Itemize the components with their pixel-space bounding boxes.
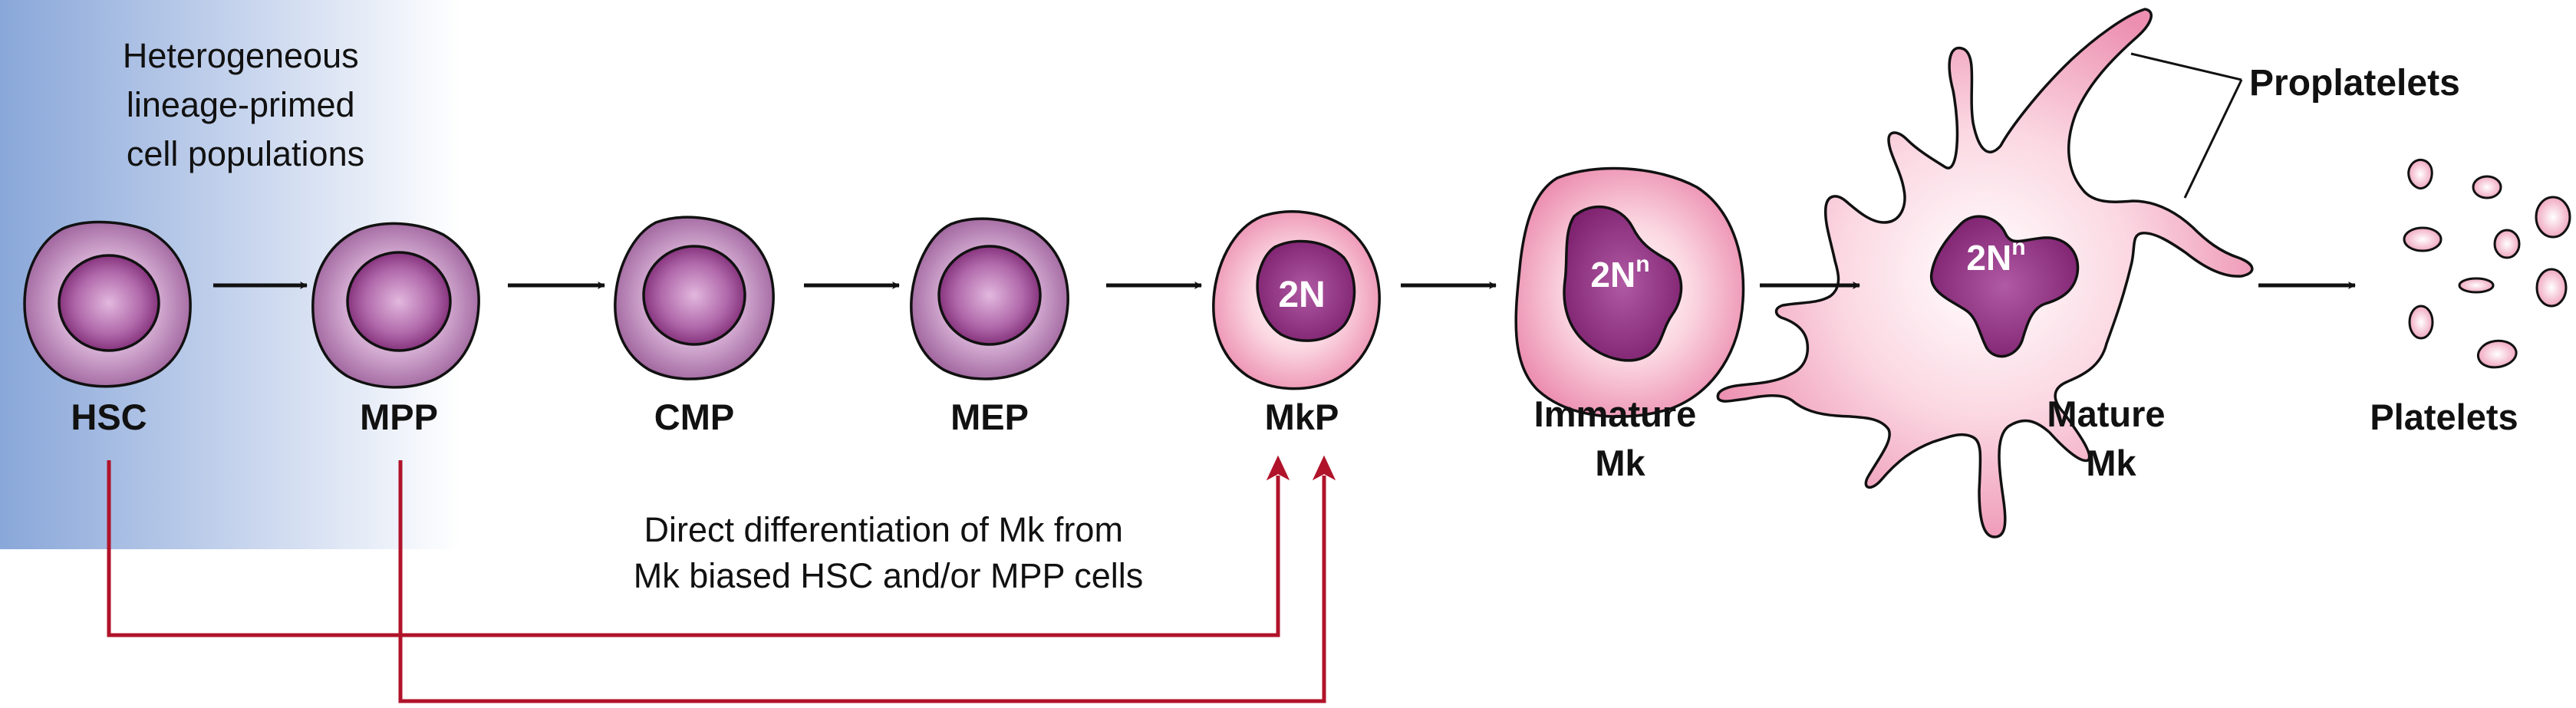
lineage-caption-line-1: Heterogeneous: [123, 36, 359, 75]
label-immature-mk: Immature Mk: [1534, 394, 1707, 483]
platelet: [2403, 226, 2443, 252]
label-cmp: CMP: [654, 397, 734, 437]
proplatelets-label: Proplatelets: [2249, 63, 2460, 104]
mkp-ploidy: 2N: [1278, 275, 1325, 315]
platelet: [2535, 196, 2571, 239]
mature-mk-cell: 2Nn: [1716, 8, 2254, 538]
platelet: [2476, 339, 2518, 369]
proplatelets-callout: [2130, 52, 2243, 199]
cmp-cell: [614, 216, 775, 380]
direct-caption-line-1: Direct differentiation of Mk from: [644, 510, 1123, 549]
label-mature-mk: Mature Mk: [2047, 394, 2175, 483]
platelet: [2407, 158, 2433, 189]
direct-arrowhead-mpp: [1312, 455, 1336, 481]
direct-path-arrows: [107, 460, 1326, 703]
mkp-cell: 2N: [1212, 210, 1381, 390]
label-mep: MEP: [950, 397, 1029, 437]
label-immature-mk-line-2: Mk: [1595, 443, 1645, 483]
direct-arrow-from-hsc: [107, 460, 1280, 637]
label-hsc: HSC: [71, 397, 147, 437]
mature-mk-ploidy: 2Nn: [1966, 235, 2025, 278]
platelet: [2458, 277, 2495, 294]
label-immature-mk-line-1: Immature: [1534, 394, 1697, 434]
label-mature-mk-line-2: Mk: [2086, 443, 2136, 483]
label-platelets: Platelets: [2370, 397, 2518, 437]
direct-arrow-from-mpp: [398, 460, 1326, 703]
immature-mk-cell: 2Nn: [1514, 166, 1745, 418]
platelet: [2408, 305, 2434, 340]
label-mpp: MPP: [360, 397, 438, 437]
direct-arrowhead-hsc: [1266, 455, 1290, 481]
platelet: [2472, 175, 2502, 199]
platelet: [2535, 268, 2568, 308]
label-mkp: MkP: [1265, 397, 1339, 437]
direct-differentiation-caption: Direct differentiation of Mk from Mk bia…: [634, 510, 1143, 595]
immature-mk-ploidy: 2Nn: [1590, 252, 1649, 295]
platelets-cluster: [2403, 158, 2571, 369]
mpp-cell: [311, 222, 480, 389]
mep-cell: [910, 217, 1069, 380]
immature-mk-ploidy-sup: n: [1636, 252, 1649, 277]
lineage-caption-line-3: cell populations: [127, 134, 364, 173]
immature-mk-ploidy-base: 2N: [1590, 255, 1636, 295]
direct-caption-line-2: Mk biased HSC and/or MPP cells: [634, 556, 1143, 595]
mature-mk-ploidy-base: 2N: [1966, 238, 2011, 278]
platelet: [2493, 229, 2521, 259]
mature-mk-ploidy-sup: n: [2011, 235, 2025, 260]
label-mature-mk-line-1: Mature: [2047, 394, 2165, 434]
hsc-cell: [23, 220, 192, 388]
lineage-caption-line-2: lineage-primed: [127, 85, 355, 124]
lineage-primed-caption: Heterogeneous lineage-primed cell popula…: [123, 36, 368, 173]
